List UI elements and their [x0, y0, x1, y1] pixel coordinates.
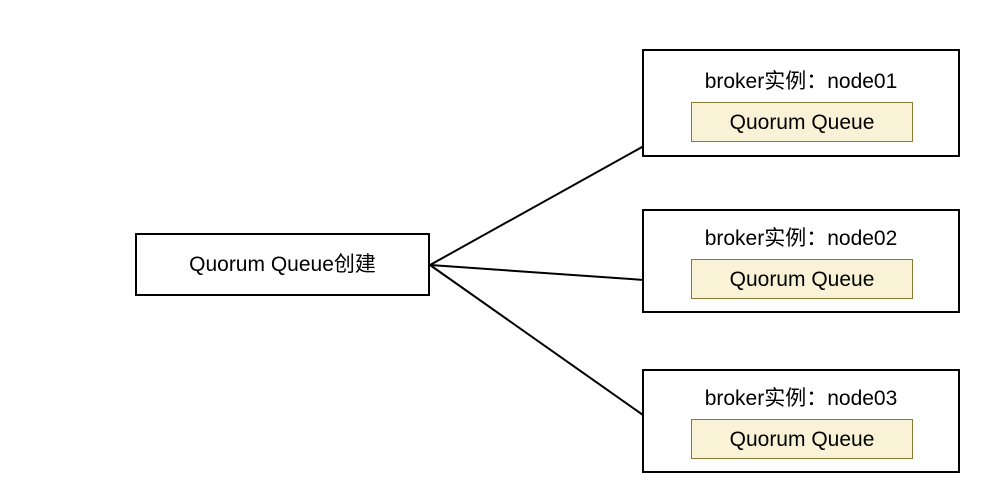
broker-box-node01[interactable]: broker实例：node01 Quorum Queue	[642, 49, 960, 157]
quorum-queue-node02[interactable]: Quorum Queue	[691, 259, 913, 299]
broker-title-node02: broker实例：node02	[704, 227, 898, 250]
quorum-queue-label-node01: Quorum Queue	[729, 110, 875, 134]
broker-title-node03: broker实例：node03	[704, 387, 898, 410]
source-node-label: Quorum Queue创建	[189, 253, 376, 276]
quorum-queue-label-node02: Quorum Queue	[729, 267, 875, 291]
source-node-quorum-queue-create[interactable]: Quorum Queue创建	[135, 233, 430, 296]
quorum-queue-node01[interactable]: Quorum Queue	[691, 102, 913, 142]
broker-title-node01: broker实例：node01	[704, 70, 898, 93]
broker-box-node03[interactable]: broker实例：node03 Quorum Queue	[642, 369, 960, 473]
quorum-queue-node03[interactable]: Quorum Queue	[691, 419, 913, 459]
quorum-queue-label-node03: Quorum Queue	[729, 427, 875, 451]
broker-box-node02[interactable]: broker实例：node02 Quorum Queue	[642, 209, 960, 313]
